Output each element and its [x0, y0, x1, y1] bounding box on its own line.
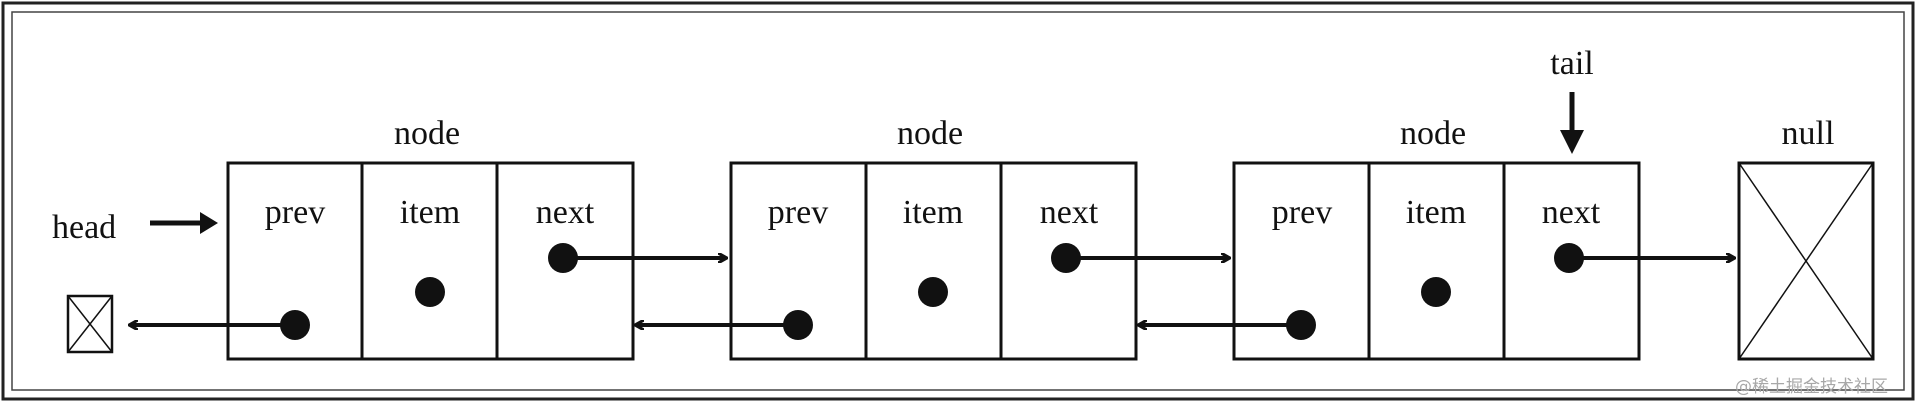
right-null-box	[1737, 161, 1875, 361]
item-label: item	[400, 194, 460, 231]
node-title: node	[897, 115, 963, 152]
prev-label: prev	[1272, 194, 1332, 231]
item-dot	[918, 277, 948, 307]
head-arrowhead	[200, 212, 218, 234]
node-3: node prev item next	[1232, 115, 1641, 361]
node-2: node prev item next	[729, 115, 1138, 361]
next-label: next	[1542, 194, 1601, 231]
left-null-box	[66, 294, 114, 354]
watermark: @稀土掘金技术社区	[1735, 377, 1888, 397]
node-title: node	[394, 115, 460, 152]
item-dot	[415, 277, 445, 307]
prev-label: prev	[265, 194, 325, 231]
node-1: node prev item next	[226, 115, 635, 361]
inner-frame	[11, 11, 1905, 391]
item-label: item	[1406, 194, 1466, 231]
next-label: next	[536, 194, 595, 231]
item-label: item	[903, 194, 963, 231]
tail-arrowhead	[1560, 130, 1584, 154]
head-label: head	[52, 209, 116, 246]
next-label: next	[1040, 194, 1099, 231]
node-title: node	[1400, 115, 1466, 152]
item-dot	[1421, 277, 1451, 307]
prev-label: prev	[768, 194, 828, 231]
tail-label: tail	[1550, 45, 1593, 82]
null-label: null	[1782, 115, 1835, 152]
